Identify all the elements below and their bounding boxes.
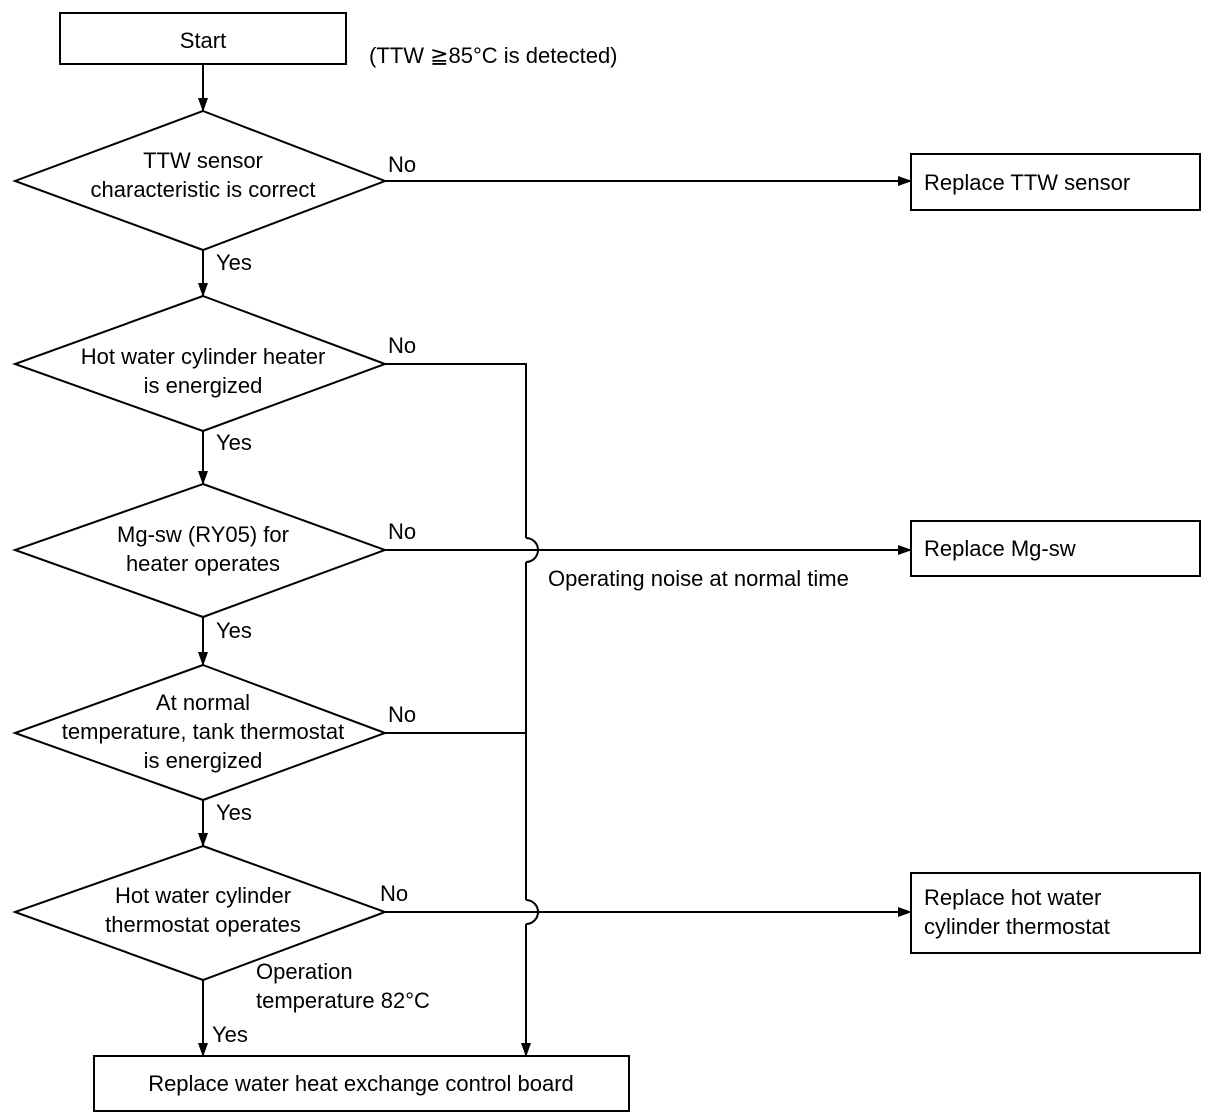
label-d4-yes: Yes	[216, 800, 252, 825]
edge-d2-no	[385, 363, 527, 538]
replace-cylinder-thermostat-line-2: cylinder thermostat	[924, 914, 1110, 939]
label-d1-yes: Yes	[216, 250, 252, 275]
decision-ttw-sensor-line-2: characteristic is correct	[91, 177, 316, 202]
label-d5-yes: Yes	[212, 1022, 248, 1047]
label-d1-no: No	[388, 152, 416, 177]
decision-tank-thermostat-line-3: is energized	[144, 748, 263, 773]
decision-mg-sw-line-1: Mg-sw (RY05) for	[117, 522, 289, 547]
decision-cylinder-thermostat-line-1: Hot water cylinder	[115, 883, 291, 908]
label-d2-no: No	[388, 333, 416, 358]
replace-cylinder-thermostat-line-1: Replace hot water	[924, 885, 1101, 910]
label-d3-no: No	[388, 519, 416, 544]
label-d2-yes: Yes	[216, 430, 252, 455]
label-d3-yes: Yes	[216, 618, 252, 643]
decision-tank-thermostat: At normal temperature, tank thermostat i…	[12, 663, 388, 802]
operation-temp-line-2: temperature 82°C	[256, 988, 430, 1013]
label-d5-no: No	[380, 881, 408, 906]
decision-heater-energized: Hot water cylinder heater is energized	[12, 294, 388, 433]
replace-control-board-label: Replace water heat exchange control boar…	[148, 1071, 574, 1096]
start-node: Start	[59, 12, 347, 65]
decision-ttw-sensor-line-1: TTW sensor	[143, 148, 263, 173]
start-label: Start	[180, 28, 226, 53]
decision-cylinder-thermostat-line-2: thermostat operates	[105, 912, 301, 937]
decision-heater-energized-line-2: is energized	[144, 373, 263, 398]
replace-control-board-box: Replace water heat exchange control boar…	[93, 1055, 630, 1112]
decision-heater-energized-line-1: Hot water cylinder heater	[81, 344, 326, 369]
noise-annotation: Operating noise at normal time	[548, 566, 849, 591]
replace-ttw-sensor-box: Replace TTW sensor	[910, 153, 1201, 211]
label-d4-no: No	[388, 702, 416, 727]
replace-mg-sw-label: Replace Mg-sw	[924, 536, 1076, 561]
decision-tank-thermostat-line-1: At normal	[156, 690, 250, 715]
decision-mg-sw-line-2: heater operates	[126, 551, 280, 576]
start-note: (TTW ≧85°C is detected)	[369, 43, 618, 68]
decision-mg-sw: Mg-sw (RY05) for heater operates	[12, 482, 388, 619]
replace-ttw-sensor-label: Replace TTW sensor	[924, 170, 1130, 195]
operation-temp-line-1: Operation	[256, 959, 353, 984]
replace-mg-sw-box: Replace Mg-sw	[910, 520, 1201, 577]
decision-tank-thermostat-line-2: temperature, tank thermostat	[62, 719, 344, 744]
decision-ttw-sensor: TTW sensor characteristic is correct	[12, 109, 388, 252]
replace-cylinder-thermostat-box: Replace hot water cylinder thermostat	[910, 872, 1201, 954]
